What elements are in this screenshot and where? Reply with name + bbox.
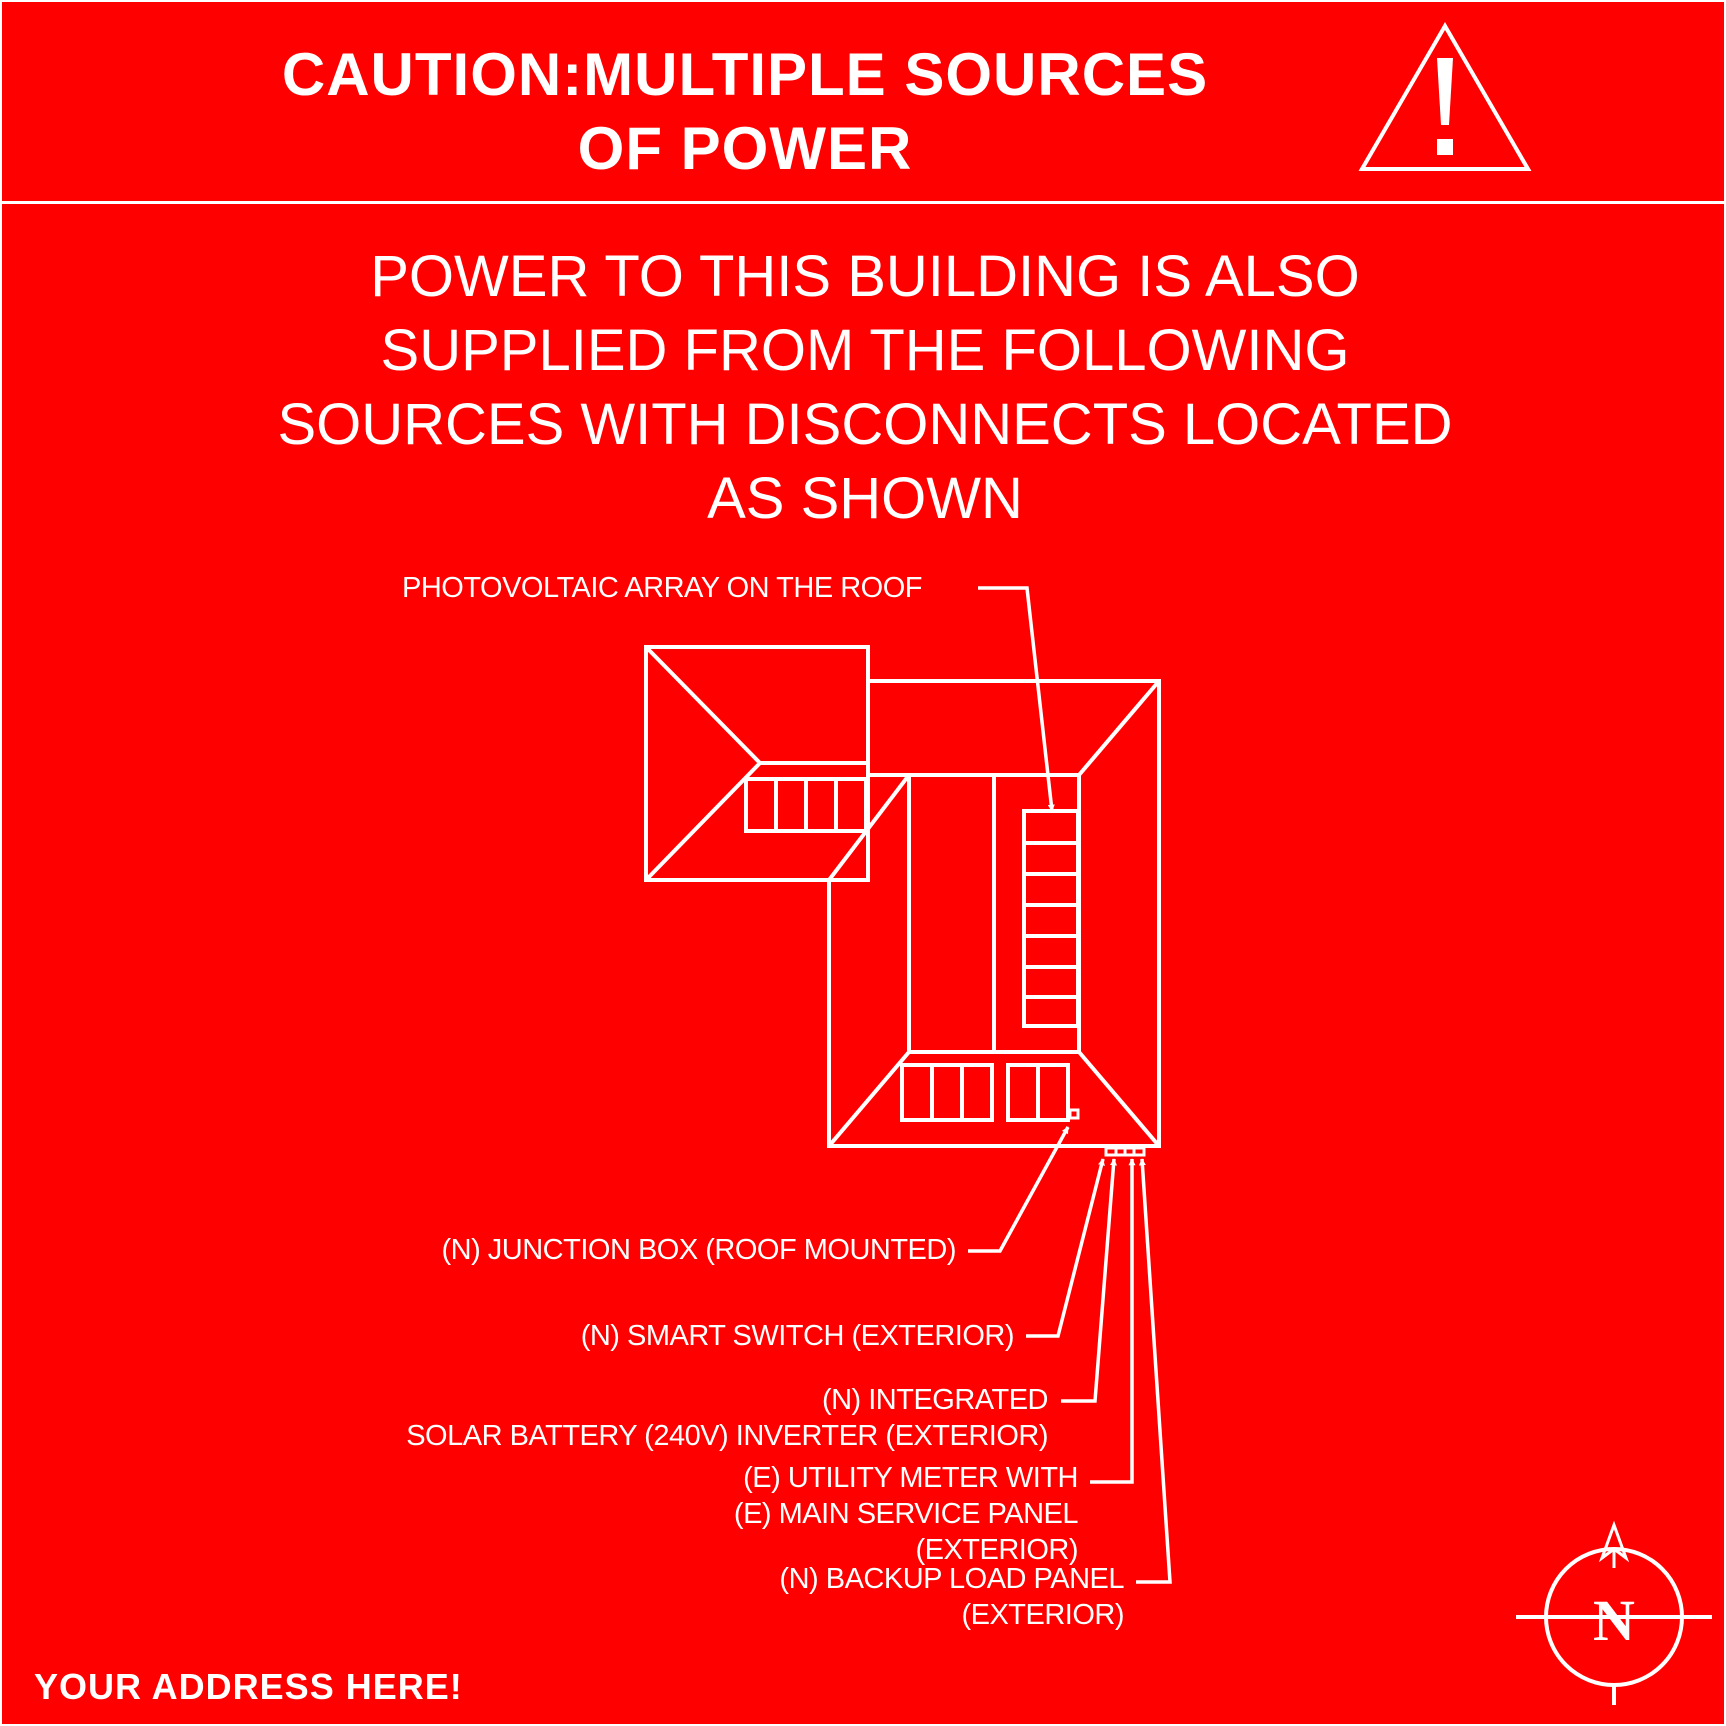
junction-box-leader <box>968 1126 1070 1253</box>
address-text: YOUR ADDRESS HERE! <box>34 1666 463 1707</box>
pv-array-label-text: PHOTOVOLTAIC ARRAY ON THE ROOF <box>402 572 923 604</box>
notice-line4: AS SHOWN <box>707 466 1023 531</box>
junction-box-label: (N) JUNCTION BOX (ROOF MOUNTED) <box>441 1232 956 1268</box>
notice-line1: POWER TO THIS BUILDING IS ALSO <box>370 244 1360 309</box>
warning-triangle-icon <box>1358 22 1532 171</box>
smart-switch-label: (N) SMART SWITCH (EXTERIOR) <box>580 1318 1015 1354</box>
notice-text: POWER TO THIS BUILDING IS ALSO SUPPLIED … <box>160 240 1570 536</box>
meter-leader <box>1090 1158 1136 1484</box>
meter-label-line2: (E) MAIN SERVICE PANEL <box>733 1498 1079 1530</box>
notice-line3: SOURCES WITH DISCONNECTS LOCATED <box>277 392 1453 457</box>
notice-line2: SUPPLIED FROM THE FOLLOWING <box>380 318 1350 383</box>
junction-box-label-text: (N) JUNCTION BOX (ROOF MOUNTED) <box>441 1234 956 1266</box>
meter-label-line3: (EXTERIOR) <box>915 1534 1078 1566</box>
meter-label: (E) UTILITY METER WITH (E) MAIN SERVICE … <box>733 1460 1079 1568</box>
solar-panels-east <box>1022 809 1080 1028</box>
solar-panels-south-left <box>900 1063 994 1122</box>
inverter-label-line1: (N) INTEGRATED <box>821 1384 1049 1416</box>
caution-title-line1: CAUTION:MULTIPLE SOURCES <box>281 41 1209 108</box>
exterior-equipment-symbols <box>1104 1146 1146 1157</box>
compass-north-letter: N <box>1593 1588 1635 1653</box>
pv-array-label: PHOTOVOLTAIC ARRAY ON THE ROOF <box>402 570 923 606</box>
caution-title-line2: OF POWER <box>577 115 913 182</box>
smart-switch-label-text: (N) SMART SWITCH (EXTERIOR) <box>580 1320 1015 1352</box>
inverter-label: (N) INTEGRATED SOLAR BATTERY (240V) INVE… <box>406 1382 1048 1454</box>
backup-panel-leader <box>1136 1158 1172 1584</box>
building-roof-plan <box>644 645 1161 1148</box>
north-compass-icon: N <box>1516 1520 1712 1705</box>
inverter-label-line2: SOLAR BATTERY (240V) INVERTER (EXTERIOR) <box>406 1420 1048 1452</box>
solar-panels <box>744 777 1080 1122</box>
junction-box-symbol <box>1068 1108 1080 1120</box>
backup-panel-label: (N) BACKUP LOAD PANEL (EXTERIOR) <box>779 1561 1124 1633</box>
backup-panel-label-line2: (EXTERIOR) <box>961 1599 1124 1631</box>
header-divider <box>0 201 1726 204</box>
pv-array-leader <box>978 586 1055 812</box>
caution-title: CAUTION:MULTIPLE SOURCES OF POWER <box>150 38 1340 186</box>
solar-panels-south-right <box>1006 1063 1070 1122</box>
meter-label-line1: (E) UTILITY METER WITH <box>743 1462 1078 1494</box>
inverter-leader <box>1061 1158 1117 1403</box>
leader-lines <box>968 586 1172 1584</box>
smart-switch-leader <box>1026 1158 1105 1338</box>
solar-panels-west <box>744 777 868 833</box>
backup-panel-label-line1: (N) BACKUP LOAD PANEL <box>779 1563 1124 1595</box>
